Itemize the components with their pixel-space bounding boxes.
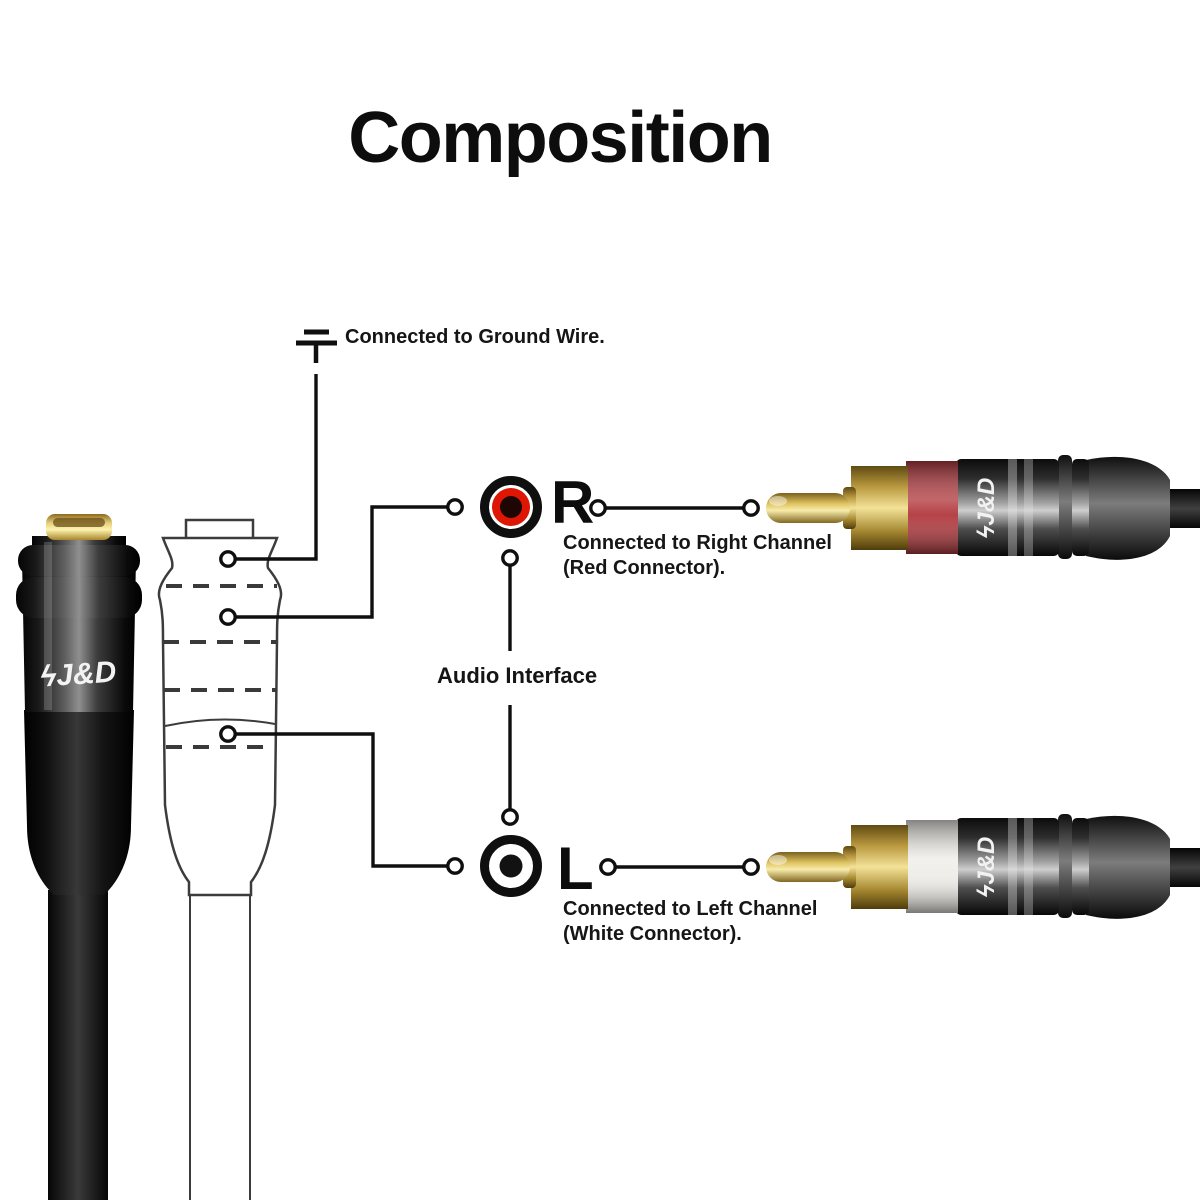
page-title: Composition bbox=[348, 98, 773, 178]
red-band-shade bbox=[906, 461, 958, 554]
dot-below-r-jack bbox=[501, 549, 519, 567]
audio-interface-label: Audio Interface bbox=[437, 663, 598, 688]
dot-before-r-jack bbox=[446, 498, 464, 516]
barrel-rib-1 bbox=[1008, 459, 1017, 556]
white-plug-gold-cylinder bbox=[851, 825, 908, 909]
red-plug-gold-cylinder bbox=[851, 466, 908, 550]
sketch-dashed-sections bbox=[163, 584, 278, 749]
wiring-lines bbox=[236, 374, 744, 869]
white-plug-ridge-1 bbox=[1058, 814, 1072, 918]
dot-before-l-jack bbox=[446, 857, 464, 875]
dot-ring bbox=[219, 608, 237, 626]
r-jack-center bbox=[500, 496, 522, 518]
left-channel-letter: L bbox=[557, 835, 594, 902]
l-jack-center bbox=[499, 854, 523, 878]
barrel-rib-2 bbox=[1024, 459, 1033, 556]
brand-logo-red-plug: ϟJ&D bbox=[973, 478, 1000, 539]
jack-opening bbox=[53, 518, 105, 527]
red-plug-ridge-2 bbox=[1072, 459, 1089, 556]
line-ring-to-right bbox=[236, 505, 447, 619]
connection-dots bbox=[219, 498, 760, 876]
white-band-shade bbox=[906, 820, 958, 913]
right-channel-caption-line2: (Red Connector). bbox=[563, 557, 726, 579]
pin-highlight bbox=[769, 496, 787, 506]
white-plug-barrel bbox=[956, 818, 1059, 915]
white-plug-cable bbox=[1168, 848, 1200, 887]
ground-annotation: Connected to Ground Wire. bbox=[345, 326, 605, 348]
dot-sleeve bbox=[219, 550, 237, 568]
left-cable bbox=[48, 890, 108, 1200]
dot-after-l-letter bbox=[599, 858, 617, 876]
rca-jack-right-icon bbox=[480, 476, 542, 538]
white-plug-ridge-2 bbox=[1072, 818, 1089, 915]
connector-bead-1 bbox=[18, 545, 140, 576]
jack-3-5mm-female-photo: ϟJ&D bbox=[16, 514, 142, 1200]
dot-before-red-pin bbox=[742, 499, 760, 517]
dot-after-r-letter bbox=[589, 499, 607, 517]
sketch-seam-line bbox=[164, 718, 276, 727]
connector-outline-sketch bbox=[157, 518, 283, 1200]
pin-highlight bbox=[769, 855, 787, 865]
red-plug-cable bbox=[1168, 489, 1200, 528]
right-channel-caption-line1: Connected to Right Channel bbox=[563, 532, 832, 554]
left-channel-caption-line1: Connected to Left Channel bbox=[563, 898, 818, 920]
white-plug-boot bbox=[1086, 815, 1170, 919]
sketch-tip bbox=[184, 518, 255, 541]
specular-highlight bbox=[44, 542, 52, 710]
red-plug-pin bbox=[766, 493, 850, 523]
connector-black-body bbox=[24, 710, 134, 895]
rca-plug-white-photo: ϟJ&D bbox=[766, 814, 1200, 919]
barrel-rib-1 bbox=[1008, 818, 1017, 915]
ground-icon bbox=[296, 329, 337, 363]
barrel-rib-2 bbox=[1024, 818, 1033, 915]
connector-bead-2 bbox=[16, 577, 142, 618]
left-channel-caption-line2: (White Connector). bbox=[563, 923, 742, 945]
red-plug-boot bbox=[1086, 456, 1170, 560]
line-tip-to-left bbox=[236, 732, 447, 868]
dot-before-white-pin bbox=[742, 858, 760, 876]
dot-tip bbox=[219, 725, 237, 743]
white-plug-pin bbox=[766, 852, 850, 882]
brand-logo-white-plug: ϟJ&D bbox=[973, 837, 1000, 898]
dot-above-l-jack bbox=[501, 808, 519, 826]
right-channel-letter: R bbox=[551, 469, 595, 536]
rca-jack-left-icon bbox=[480, 835, 542, 897]
red-plug-ridge-1 bbox=[1058, 455, 1072, 559]
red-plug-barrel bbox=[956, 459, 1059, 556]
rca-plug-red-photo: ϟJ&D bbox=[766, 455, 1200, 560]
brand-logo: ϟJ&D bbox=[39, 655, 117, 693]
line-sleeve-to-ground bbox=[236, 374, 318, 561]
sketch-body bbox=[157, 536, 283, 897]
